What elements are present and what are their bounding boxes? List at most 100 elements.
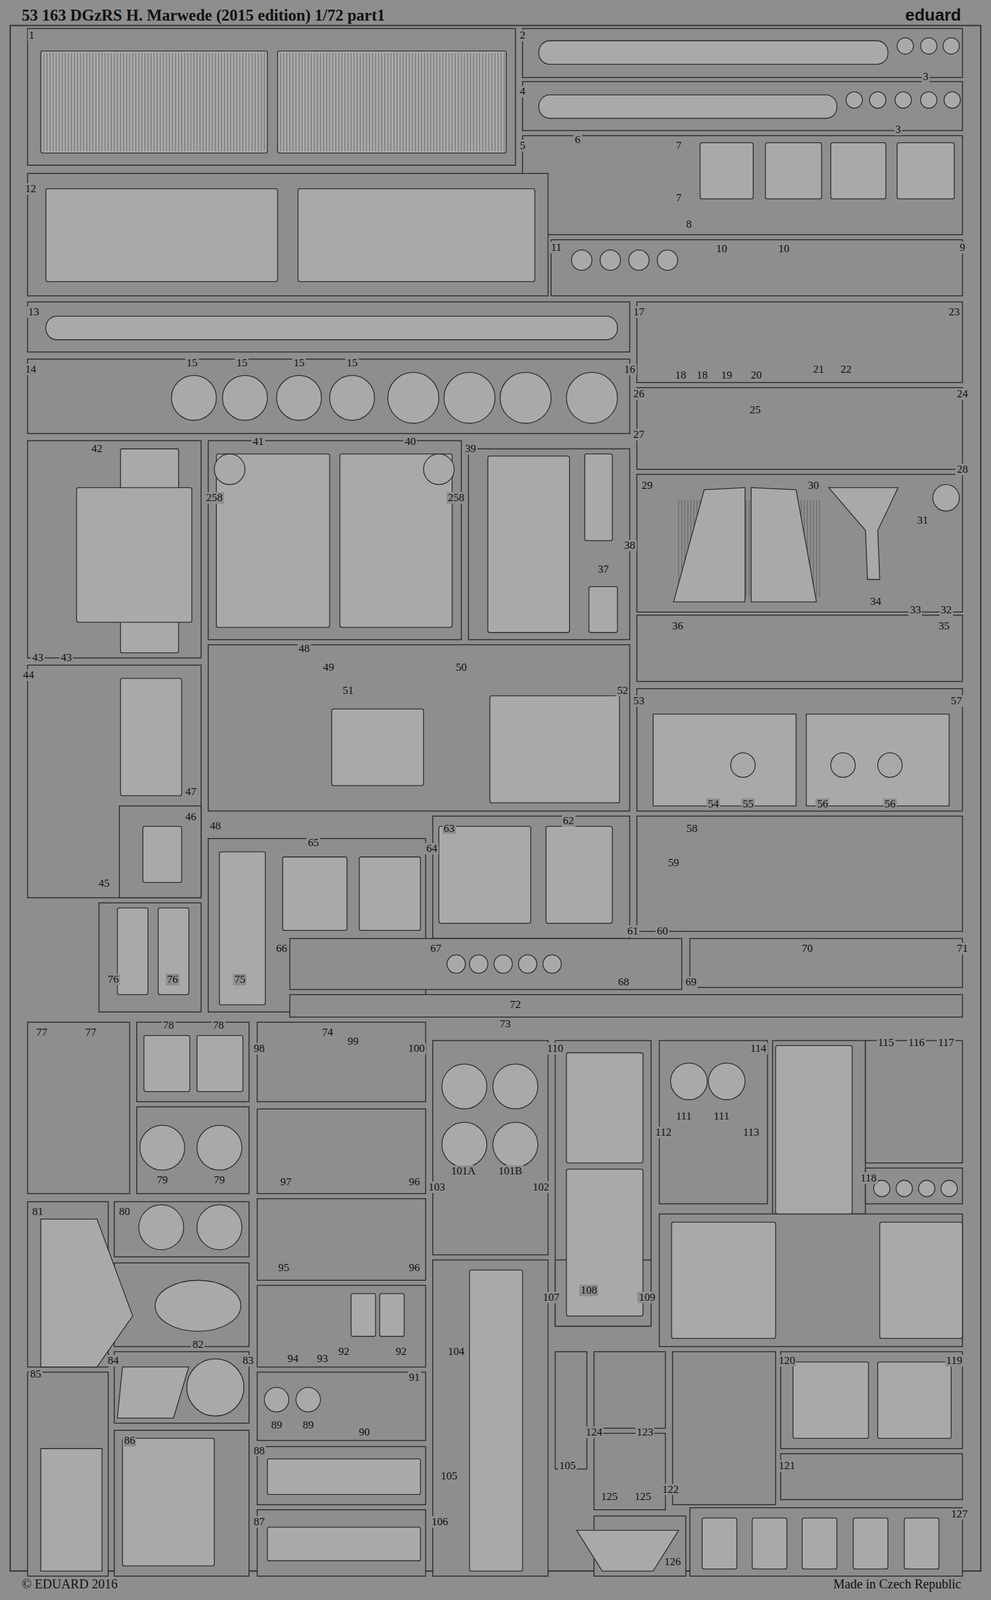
round-part	[196, 1205, 242, 1251]
mesh-line	[400, 52, 401, 151]
callout-number: 88	[252, 1445, 266, 1458]
callout-number: 106	[430, 1516, 450, 1529]
rail-part	[538, 94, 837, 119]
callout-number: 100	[407, 1043, 427, 1055]
callout-number: 15	[185, 357, 199, 370]
mesh-line	[433, 52, 435, 151]
callout-number: 1	[27, 29, 37, 42]
mesh-line	[263, 52, 265, 151]
mesh-line	[372, 52, 373, 151]
callout-number: 40	[403, 436, 417, 448]
mesh-line	[436, 52, 438, 151]
callout-number: 6	[573, 134, 582, 146]
sprue-panel	[27, 1372, 109, 1577]
callout-number: 97	[278, 1176, 293, 1189]
mesh-line	[260, 52, 262, 151]
callout-number: 31	[916, 514, 930, 527]
callout-number: 15	[292, 357, 306, 370]
etched-part	[584, 454, 613, 541]
round-part	[708, 1063, 746, 1101]
callout-number: 48	[208, 820, 222, 833]
round-part	[171, 375, 217, 421]
callout-number: 96	[407, 1176, 422, 1189]
callout-number: 14	[23, 363, 38, 376]
round-part	[543, 955, 562, 974]
callout-number: 13	[27, 306, 41, 319]
round-part	[276, 375, 322, 421]
round-part	[500, 372, 551, 424]
callout-number: 22	[839, 363, 853, 376]
mesh-line	[123, 52, 124, 151]
sprue-panel	[772, 1041, 866, 1215]
mesh-line	[463, 52, 465, 151]
etched-part	[469, 1270, 523, 1572]
mesh-line	[301, 52, 303, 151]
callout-number: 99	[346, 1036, 361, 1048]
sprue-panel	[636, 301, 963, 383]
etched-part	[158, 908, 189, 995]
etched-part	[45, 189, 278, 282]
etched-part	[880, 1222, 963, 1339]
mesh-line	[116, 52, 118, 151]
fret-border	[10, 25, 981, 1573]
mesh-line	[424, 52, 426, 151]
callout-number: 7	[674, 140, 684, 152]
callout-number: 63	[442, 823, 457, 835]
round-part	[140, 1125, 186, 1172]
mesh-line	[430, 52, 431, 151]
mesh-line	[104, 52, 106, 151]
callout-number: 77	[34, 1027, 49, 1039]
mesh-line	[485, 52, 486, 151]
mesh-line	[360, 52, 361, 151]
etched-part	[438, 826, 531, 924]
etched-part	[750, 487, 817, 602]
callout-number: 102	[531, 1181, 551, 1194]
round-part	[329, 375, 375, 421]
callout-number: 62	[561, 815, 576, 828]
etched-part	[852, 1518, 888, 1570]
etched-part	[801, 1518, 837, 1570]
mesh-line	[500, 52, 502, 151]
sprue-panel	[257, 1285, 426, 1368]
callout-number: 58	[685, 823, 699, 835]
etched-part	[701, 1518, 737, 1570]
callout-number: 9	[958, 241, 967, 254]
callout-number: 67	[429, 943, 443, 955]
mesh-line	[156, 52, 158, 151]
round-part	[896, 1180, 913, 1197]
callout-number: 42	[90, 443, 104, 455]
mesh-line	[458, 52, 459, 151]
round-part	[138, 1205, 184, 1251]
callout-number: 8	[685, 218, 694, 231]
sprue-panel	[257, 1372, 426, 1442]
callout-number: 105	[439, 1471, 459, 1483]
etched-part	[117, 908, 148, 995]
sprue-panel	[555, 1352, 588, 1470]
sprue-panel	[27, 173, 549, 297]
mesh-line	[310, 52, 312, 151]
sprue-panel	[114, 1263, 250, 1348]
callout-number: 66	[274, 943, 289, 955]
callout-number: 36	[670, 620, 685, 633]
mesh-line	[390, 52, 391, 151]
callout-number: 30	[806, 480, 821, 492]
callout-number: 5	[518, 140, 528, 152]
sprue-panel	[119, 806, 202, 899]
callout-number: 7	[674, 192, 684, 204]
callout-number: 19	[720, 369, 734, 382]
mesh-line	[316, 52, 318, 151]
callout-number: 89	[301, 1420, 315, 1432]
callout-number: 115	[876, 1037, 896, 1050]
callout-number: 64	[425, 843, 439, 855]
round-part	[492, 1122, 539, 1168]
callout-number: 60	[655, 925, 670, 938]
callout-number: 85	[29, 1369, 43, 1381]
mesh-line	[67, 52, 69, 151]
sprue-panel	[689, 938, 962, 988]
round-part	[566, 372, 618, 424]
callout-number: 20	[749, 369, 764, 382]
mesh-line	[110, 52, 112, 151]
mesh-line	[344, 52, 346, 151]
rail-part	[45, 316, 618, 340]
mesh-line	[332, 52, 333, 151]
